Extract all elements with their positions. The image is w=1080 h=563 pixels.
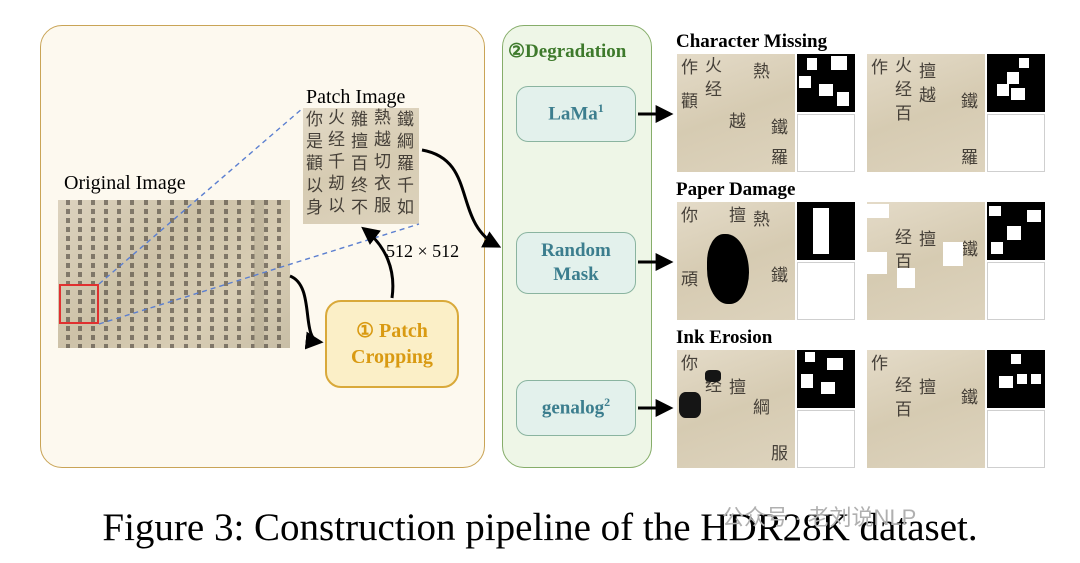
crop-region-rect (59, 284, 99, 324)
output-title-character-missing: Character Missing (676, 31, 828, 52)
patch-cropping-box: ① Patch Cropping (325, 300, 459, 388)
ink-erosion-sample-2: 作经百擅鐵 (867, 350, 985, 468)
paper-damage-mask-1 (797, 202, 855, 260)
character-missing-text-1 (797, 114, 855, 172)
paper-damage-text-2 (987, 262, 1045, 320)
arrow-patch-to-degradation (421, 148, 502, 248)
figure-caption: Figure 3: Construction pipeline of the H… (102, 506, 978, 549)
paper-damage-blot (707, 234, 749, 304)
degradation-title: ②Degradation (508, 41, 627, 62)
paper-damage-sample-1: 你頑擅熱鐵 (677, 202, 795, 320)
watermark: 公众号 · 老刘说NLP (722, 505, 917, 530)
step1-label-line1: Patch (379, 320, 428, 342)
ink-erosion-mask-2 (987, 350, 1045, 408)
output-title-paper-damage: Paper Damage (676, 179, 796, 200)
patch-image: 你是顴以身 火经千刼以 雜擅百终不 熱越切衣服 鐵綱羅千如 (303, 108, 419, 224)
step1-label-line2: Cropping (351, 346, 433, 368)
ink-erosion-mask-1 (797, 350, 855, 408)
patch-size-label: 512 × 512 (386, 241, 460, 261)
original-image-label: Original Image (64, 172, 186, 194)
paper-damage-mask-2 (987, 202, 1045, 260)
character-missing-mask-1 (797, 54, 855, 112)
method-lama-sup: 1 (597, 101, 604, 116)
character-missing-mask-2 (987, 54, 1045, 112)
method-random-label-2: Mask (553, 264, 599, 285)
method-genalog: genalog2 (516, 380, 636, 436)
character-missing-sample-2: 作火经百擅越鐵羅 (867, 54, 985, 172)
method-lama: LaMa1 (516, 86, 636, 142)
dashed-line-bottom (98, 223, 420, 325)
ink-erosion-text-2 (987, 410, 1045, 468)
ink-erosion-sample-1: 你经擅綱服 (677, 350, 795, 468)
character-missing-text-2 (987, 114, 1045, 172)
paper-damage-sample-2: 经百擅鐵 (867, 202, 985, 320)
arrow-crop-to-patch (361, 226, 395, 299)
patch-image-label: Patch Image (306, 86, 406, 108)
paper-damage-text-1 (797, 262, 855, 320)
output-title-ink-erosion: Ink Erosion (676, 327, 773, 348)
step1-number: ① (356, 320, 375, 342)
dashed-line-top (98, 107, 304, 285)
method-genalog-label: genalog (541, 397, 605, 419)
method-genalog-sup: 2 (604, 395, 611, 410)
method-random-label-1: Random (541, 240, 611, 262)
character-missing-sample-1: 作顴火经越熱鐵羅 (677, 54, 795, 172)
method-lama-label: LaMa (548, 103, 598, 125)
arrow-original-to-crop (289, 274, 324, 350)
ink-erosion-text-1 (797, 410, 855, 468)
